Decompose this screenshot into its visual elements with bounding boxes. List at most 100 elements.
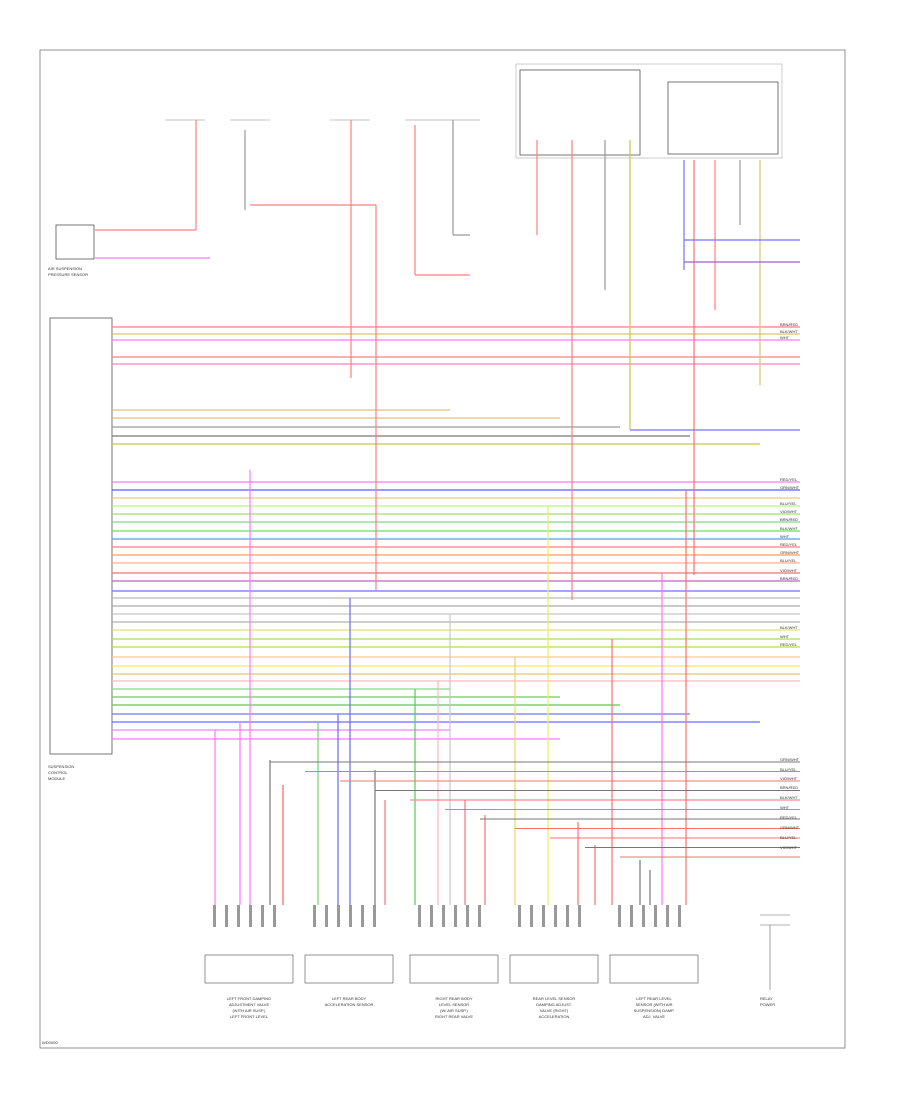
component-label-3-2: VALVE (RIGHT) (540, 1008, 569, 1013)
wire-code-11: GRN/WHT (780, 550, 800, 555)
wire-code-27: VIO/WHT (780, 845, 798, 850)
wire-code-25: GRN/WHT (780, 825, 800, 830)
relay-box-1 (519, 69, 641, 156)
connector-pin-2-3 (454, 905, 457, 927)
wire-code-24: RED/YEL (780, 815, 798, 820)
wire-code-16: WHT (780, 634, 790, 639)
connector-pin-4-2 (642, 905, 645, 927)
wire-code-23: WHT (780, 805, 790, 810)
fuse-panel-box (515, 63, 783, 159)
component-label-2-2: (W/ AIR SUSP.) (440, 1008, 468, 1013)
connector-pin-2-0 (418, 905, 421, 927)
component-label-1-1: ACCELERATION SENSOR (325, 1002, 374, 1007)
component-label-4-3: ADJ. VALVE (643, 1014, 665, 1019)
connector-pin-0-3 (249, 905, 252, 927)
wire-code-4: GRN/WHT (780, 485, 800, 490)
right-wire-labels: BRN/REDBLK/WHTWHTRED/YELGRN/WHTBLU/YELVI… (780, 322, 800, 850)
wire-code-7: BRN/RED (780, 517, 798, 522)
connector-pin-1-4 (361, 905, 364, 927)
connector-pin-2-4 (466, 905, 469, 927)
connector-pin-3-4 (566, 905, 569, 927)
connector-pin-2-2 (442, 905, 445, 927)
connector-pin-0-5 (273, 905, 276, 927)
wire-code-21: BRN/RED (780, 785, 798, 790)
control-module: SUSPENSION CONTROL MODULE (48, 317, 113, 781)
ecu-label-3: MODULE (48, 776, 65, 781)
connector-pin-4-3 (654, 905, 657, 927)
wire-code-18: GRN/WHT (780, 757, 800, 762)
connector-pin-1-0 (313, 905, 316, 927)
connector-pin-1-2 (337, 905, 340, 927)
ecu-label-1: SUSPENSION (48, 764, 74, 769)
relay-label-2: POWER (760, 1002, 775, 1007)
connector-pin-0-0 (213, 905, 216, 927)
diagram-frame (39, 49, 846, 1049)
component-label-4-0: LEFT REAR LEVEL (636, 996, 672, 1001)
wire-code-19: BLU/YEL (780, 767, 797, 772)
wire-code-8: BLK/WHT (780, 526, 798, 531)
connector-pin-4-5 (678, 905, 681, 927)
wire-code-17: RED/YEL (780, 642, 798, 647)
connector-pin-3-1 (530, 905, 533, 927)
connector-pin-1-1 (325, 905, 328, 927)
component-label-2-0: RIGHT REAR BODY (435, 996, 472, 1001)
ecu-label-2: CONTROL (48, 770, 68, 775)
wire-code-0: BRN/RED (780, 322, 798, 327)
wire-code-2: WHT (780, 335, 790, 340)
component-label-2-3: RIGHT REAR VALVE (435, 1014, 473, 1019)
pressure-sensor-label-1: AIR SUSPENSION (48, 266, 82, 271)
fuse-group (165, 63, 783, 159)
component-label-0-3: LEFT FRONT LEVEL (230, 1014, 269, 1019)
wire-code-20: VIO/WHT (780, 776, 798, 781)
page-label: WD0000 (42, 1040, 58, 1045)
connector-pin-3-5 (578, 905, 581, 927)
wire-code-9: WHT (780, 534, 790, 539)
wire-code-3: RED/YEL (780, 477, 798, 482)
component-box-4 (609, 954, 699, 984)
wire-code-10: RED/YEL (780, 542, 798, 547)
wire-code-14: BRN/RED (780, 576, 798, 581)
connector-pin-0-1 (225, 905, 228, 927)
wire-code-13: VIO/WHT (780, 568, 798, 573)
component-label-0-0: LEFT FRONT DAMPING (227, 996, 271, 1001)
wire-code-15: BLK/WHT (780, 625, 798, 630)
component-label-4-1: SENSOR (WITH AIR (635, 1002, 672, 1007)
wire-code-6: VIO/WHT (780, 509, 798, 514)
relay-label-1: RELAY (760, 996, 773, 1001)
wire-code-12: BLU/YEL (780, 558, 797, 563)
pressure-sensor-label-2: PRESSURE SENSOR (48, 272, 88, 277)
component-box-0 (204, 954, 294, 984)
connector-pin-3-2 (542, 905, 545, 927)
relay-box-2 (667, 81, 779, 155)
connector-pin-4-4 (666, 905, 669, 927)
component-label-3-1: DAMPING ADJUST. (536, 1002, 572, 1007)
connector-pin-1-5 (373, 905, 376, 927)
component-label-1-0: LEFT REAR BODY (332, 996, 367, 1001)
wire-code-5: BLU/YEL (780, 501, 797, 506)
component-label-3-3: ACCELERATION (539, 1014, 570, 1019)
connector-pin-2-1 (430, 905, 433, 927)
connector-pin-0-2 (237, 905, 240, 927)
component-box-3 (509, 954, 599, 984)
wire-code-22: BLK/WHT (780, 795, 798, 800)
component-box-2 (409, 954, 499, 984)
connector-pin-0-4 (261, 905, 264, 927)
connector-pin-4-0 (618, 905, 621, 927)
component-box-1 (304, 954, 394, 984)
power-relay: RELAY POWER (760, 914, 790, 1007)
component-label-3-0: REAR LEVEL SENSOR (533, 996, 576, 1001)
component-label-4-2: SUSPENSION) DAMP. (634, 1008, 675, 1013)
component-label-0-2: (WITH AIR SUSP.) (232, 1008, 266, 1013)
pressure-sensor: AIR SUSPENSION PRESSURE SENSOR (48, 224, 95, 277)
component-label-2-1: LEVEL SENSOR (439, 1002, 469, 1007)
component-label-0-1: ADJUSTMENT VALVE (229, 1002, 270, 1007)
connector-pin-3-0 (518, 905, 521, 927)
connector-pin-4-1 (630, 905, 633, 927)
connector-pin-2-5 (478, 905, 481, 927)
wires (95, 120, 800, 905)
wire-code-26: BLU/YEL (780, 835, 797, 840)
wire-code-1: BLK/WHT (780, 329, 798, 334)
connector-pin-3-3 (554, 905, 557, 927)
